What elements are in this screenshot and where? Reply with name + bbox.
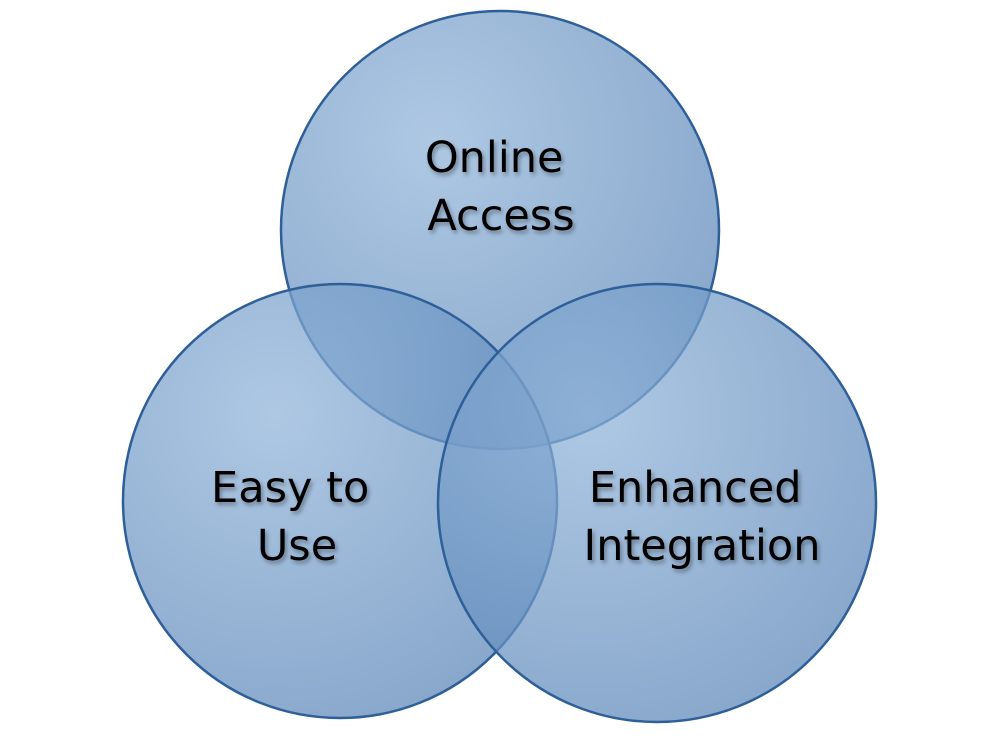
label-online-access: Online Access: [425, 133, 577, 241]
label-enhanced-integration-line-2: Integration: [584, 521, 821, 571]
label-online-access-line-2: Access: [427, 191, 574, 241]
label-enhanced-integration-line-1: Enhanced: [589, 463, 802, 513]
labels-group: Online Access Easy to Use Enhanced Integ…: [211, 133, 820, 571]
circles-group: [121, 9, 878, 724]
circle-enhanced-integration: [436, 282, 878, 724]
label-online-access-line-1: Online: [425, 133, 564, 183]
label-easy-to-use: Easy to Use: [211, 463, 383, 571]
label-easy-to-use-line-2: Use: [257, 521, 337, 571]
label-enhanced-integration: Enhanced Integration: [584, 463, 821, 571]
label-easy-to-use-line-1: Easy to: [211, 463, 369, 513]
